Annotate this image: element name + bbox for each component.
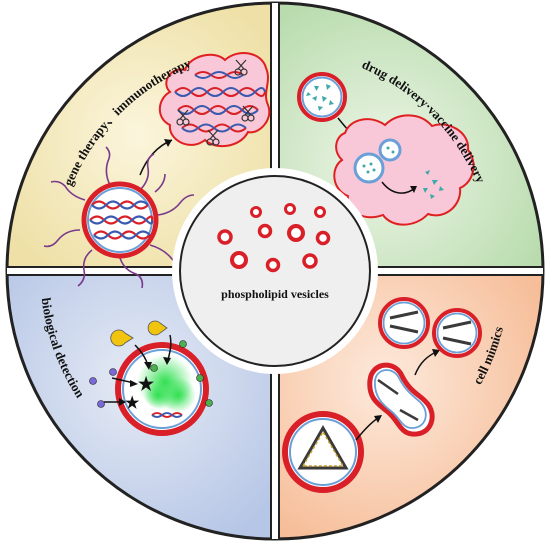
released-drug-molecules	[423, 170, 444, 199]
vesicle-icons	[217, 203, 331, 273]
cell-mimics-section	[282, 297, 482, 493]
internalized-vesicle	[378, 138, 402, 162]
daughter-vesicle	[432, 308, 482, 358]
star-icon: ★	[125, 395, 140, 412]
biological-detection-section: ★ ★	[89, 320, 213, 436]
gene-therapy-section	[43, 52, 271, 289]
arrow-icon	[130, 380, 138, 387]
scissors-icon	[206, 129, 220, 146]
internalized-vesicle	[353, 152, 385, 184]
drug-vesicle	[297, 72, 347, 122]
pacman-icon	[110, 329, 134, 347]
drug-delivery-section	[297, 72, 475, 226]
arrow-icon	[119, 398, 126, 406]
cell-mimic-vesicle	[282, 411, 364, 493]
star-icon: ★	[138, 374, 155, 394]
center-hub: phospholipid vesicles	[172, 168, 378, 374]
dividing-vesicle	[367, 362, 435, 437]
daughter-vesicle	[378, 297, 430, 349]
scissors-icon	[234, 59, 248, 76]
scissors-icon	[241, 105, 255, 122]
pacman-icon	[147, 320, 168, 336]
scissors-icon	[176, 109, 190, 126]
target-cell-blob	[333, 114, 475, 226]
drug-molecules	[306, 84, 334, 111]
center-label: phospholipid vesicles	[221, 287, 329, 301]
